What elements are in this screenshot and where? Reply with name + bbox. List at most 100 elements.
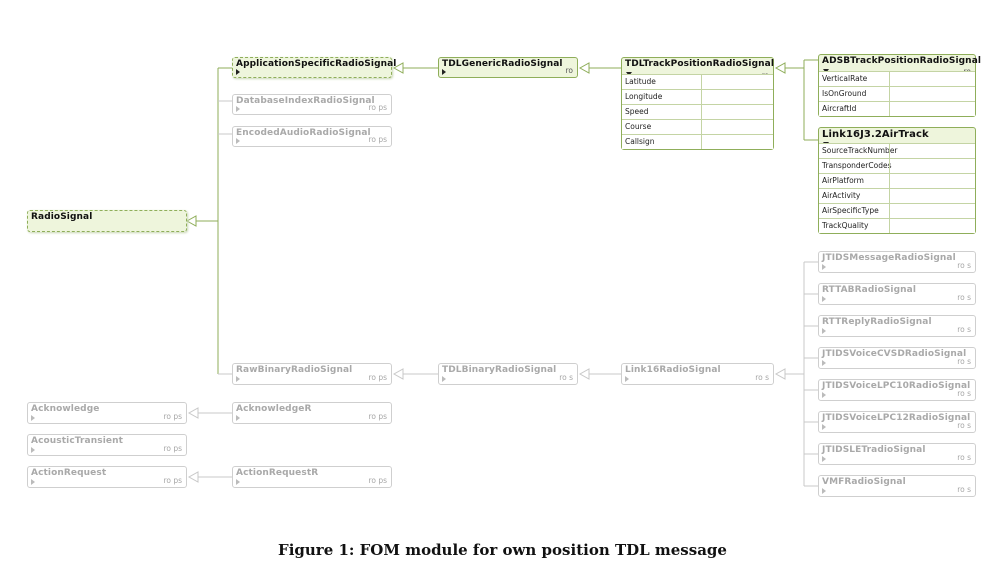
- node-label: JTIDSLETradioSignal: [822, 445, 926, 455]
- node-jtids-voice-lpc10-radio-signal[interactable]: JTIDSVoiceLPC10RadioSignal ro s: [818, 379, 976, 401]
- attribute-row[interactable]: Speed: [622, 104, 773, 119]
- node-tdl-generic-radio-signal[interactable]: TDLGenericRadioSignal ro: [438, 57, 578, 78]
- node-flag: ro ps: [368, 103, 387, 112]
- node-vmf-radio-signal[interactable]: VMFRadioSignal ro s: [818, 475, 976, 497]
- node-action-request[interactable]: ActionRequest ro ps: [27, 466, 187, 488]
- expand-arrow-icon[interactable]: [236, 69, 240, 75]
- attribute-row[interactable]: VerticalRate: [819, 71, 975, 86]
- node-label: VMFRadioSignal: [822, 477, 906, 487]
- node-acoustic-transient[interactable]: AcousticTransient ro ps: [27, 434, 187, 456]
- node-link16-radio-signal[interactable]: Link16RadioSignal ro s: [621, 363, 774, 385]
- node-flag: ro ps: [163, 476, 182, 485]
- node-label: DatabaseIndexRadioSignal: [236, 96, 375, 106]
- attribute-row[interactable]: Callsign: [622, 134, 773, 149]
- expand-arrow-icon[interactable]: [822, 296, 826, 302]
- attribute-row[interactable]: SourceTrackNumber: [819, 143, 975, 158]
- expand-arrow-icon[interactable]: [236, 415, 240, 421]
- node-label: ApplicationSpecificRadioSignal: [236, 59, 397, 69]
- node-label: Acknowledge: [31, 404, 100, 414]
- node-label: ActionRequestR: [236, 468, 319, 478]
- node-application-specific-radio-signal[interactable]: ApplicationSpecificRadioSignal: [232, 57, 396, 78]
- node-label: TDLBinaryRadioSignal: [442, 365, 557, 375]
- attribute-row[interactable]: Course: [622, 119, 773, 134]
- expand-arrow-icon[interactable]: [822, 264, 826, 270]
- expand-arrow-icon[interactable]: [236, 138, 240, 144]
- node-label: JTIDSMessageRadioSignal: [822, 253, 956, 263]
- node-flag: ro s: [957, 453, 971, 462]
- node-jtids-voice-lpc12-radio-signal[interactable]: JTIDSVoiceLPC12RadioSignal ro s: [818, 411, 976, 433]
- node-encoded-audio-radio-signal[interactable]: EncodedAudioRadioSignal ro ps: [232, 126, 392, 147]
- expand-arrow-icon[interactable]: [625, 376, 629, 382]
- fom-class-diagram: RadioSignal ApplicationSpecificRadioSign…: [27, 54, 981, 497]
- node-flag: ro s: [957, 389, 971, 398]
- attribute-row[interactable]: IsOnGround: [819, 86, 975, 101]
- attribute-row[interactable]: Latitude: [622, 74, 773, 89]
- attribute-name: AircraftId: [822, 104, 857, 113]
- node-flag: ro s: [957, 421, 971, 430]
- expand-arrow-icon[interactable]: [822, 456, 826, 462]
- attribute-name: Course: [625, 122, 652, 131]
- expand-arrow-icon[interactable]: [442, 69, 446, 75]
- node-action-request-r[interactable]: ActionRequestR ro ps: [232, 466, 392, 488]
- attribute-row[interactable]: TransponderCodes: [819, 158, 975, 173]
- node-flag: ro ps: [368, 476, 387, 485]
- expand-arrow-icon[interactable]: [822, 424, 826, 430]
- node-flag: ro s: [957, 325, 971, 334]
- attribute-table: Latitude Longitude Speed Course Callsign: [622, 74, 773, 149]
- node-rtt-reply-radio-signal[interactable]: RTTReplyRadioSignal ro s: [818, 315, 976, 337]
- attribute-row[interactable]: AirActivity: [819, 188, 975, 203]
- node-acknowledge[interactable]: Acknowledge ro ps: [27, 402, 187, 424]
- attribute-row[interactable]: AirSpecificType: [819, 203, 975, 218]
- node-acknowledge-r[interactable]: AcknowledgeR ro ps: [232, 402, 392, 424]
- node-link16-j3-2-air-track[interactable]: Link16J3.2AirTrack ro SourceTrackNumber …: [818, 127, 976, 234]
- expand-arrow-icon[interactable]: [31, 415, 35, 421]
- node-label: AcknowledgeR: [236, 404, 312, 414]
- expand-arrow-icon[interactable]: [31, 447, 35, 453]
- node-label: JTIDSVoiceLPC12RadioSignal: [822, 413, 971, 423]
- attribute-row[interactable]: TrackQuality: [819, 218, 975, 233]
- attribute-row[interactable]: AircraftId: [819, 101, 975, 116]
- attribute-row[interactable]: AirPlatform: [819, 173, 975, 188]
- node-label: ADSBTrackPositionRadioSignal: [822, 56, 982, 66]
- node-label: AcousticTransient: [31, 436, 123, 446]
- expand-arrow-icon[interactable]: [236, 376, 240, 382]
- node-flag: ro s: [559, 373, 573, 382]
- expand-arrow-icon[interactable]: [31, 479, 35, 485]
- attribute-name: AirPlatform: [822, 176, 864, 185]
- expand-arrow-icon[interactable]: [236, 479, 240, 485]
- node-flag: ro ps: [368, 412, 387, 421]
- node-tdl-track-position-radio-signal[interactable]: TDLTrackPositionRadioSignal ro Latitude …: [621, 57, 774, 150]
- node-rttab-radio-signal[interactable]: RTTABRadioSignal ro s: [818, 283, 976, 305]
- node-jtids-voice-cvsd-radio-signal[interactable]: JTIDSVoiceCVSDRadioSignal ro s: [818, 347, 976, 369]
- attribute-name: VerticalRate: [822, 74, 868, 83]
- node-label: RTTReplyRadioSignal: [822, 317, 932, 327]
- node-jtids-le-tradio-signal[interactable]: JTIDSLETradioSignal ro s: [818, 443, 976, 465]
- node-database-index-radio-signal[interactable]: DatabaseIndexRadioSignal ro ps: [232, 94, 392, 115]
- attribute-name: SourceTrackNumber: [822, 146, 898, 155]
- node-label: EncodedAudioRadioSignal: [236, 128, 371, 138]
- node-tdl-binary-radio-signal[interactable]: TDLBinaryRadioSignal ro s: [438, 363, 578, 385]
- node-flag: ro: [565, 66, 573, 75]
- expand-arrow-icon[interactable]: [822, 392, 826, 398]
- attribute-name: IsOnGround: [822, 89, 867, 98]
- node-flag: ro ps: [368, 373, 387, 382]
- node-jtids-message-radio-signal[interactable]: JTIDSMessageRadioSignal ro s: [818, 251, 976, 273]
- attribute-row[interactable]: Longitude: [622, 89, 773, 104]
- node-label: RadioSignal: [31, 212, 93, 222]
- node-adsb-track-position-radio-signal[interactable]: ADSBTrackPositionRadioSignal ro Vertical…: [818, 54, 981, 117]
- node-raw-binary-radio-signal[interactable]: RawBinaryRadioSignal ro ps: [232, 363, 392, 385]
- attribute-table: VerticalRate IsOnGround AircraftId: [819, 71, 975, 116]
- expand-arrow-icon[interactable]: [442, 376, 446, 382]
- expand-arrow-icon[interactable]: [822, 328, 826, 334]
- attribute-name: TransponderCodes: [822, 161, 892, 170]
- expand-arrow-icon[interactable]: [236, 106, 240, 112]
- node-label: Link16J3.2AirTrack: [822, 129, 929, 140]
- expand-arrow-icon[interactable]: [822, 360, 826, 366]
- node-label: RTTABRadioSignal: [822, 285, 917, 295]
- node-flag: ro s: [957, 261, 971, 270]
- expand-arrow-icon[interactable]: [822, 488, 826, 494]
- node-flag: ro s: [957, 293, 971, 302]
- node-radio-signal[interactable]: RadioSignal: [27, 210, 187, 232]
- attribute-name: AirSpecificType: [822, 206, 879, 215]
- node-flag: ro ps: [163, 412, 182, 421]
